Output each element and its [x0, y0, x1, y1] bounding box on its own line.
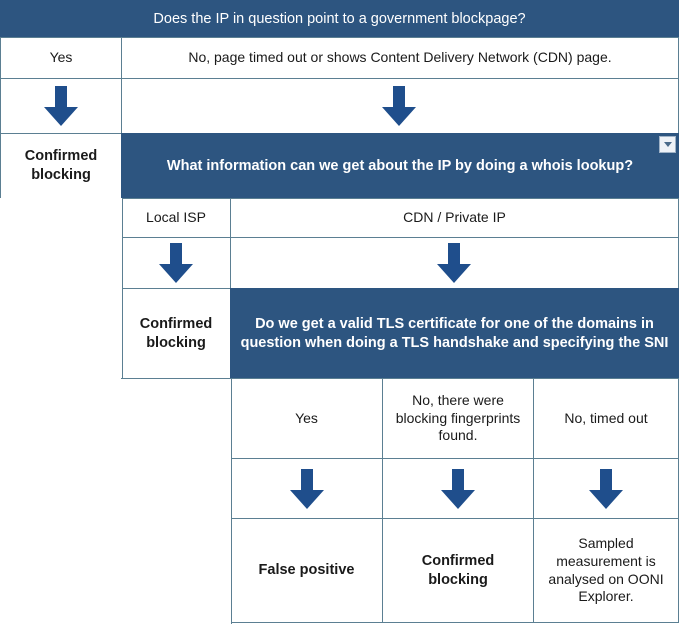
- outcome-confirmed-blocking-level2: Confirmed blocking: [121, 288, 231, 379]
- outcome-false-positive-text: False positive: [258, 562, 355, 579]
- outcome-confirmed-blocking-level3-text: Confirmed blocking: [421, 552, 495, 588]
- answer-tls-fingerprints-text: No, there were blocking fingerprints fou…: [395, 391, 521, 444]
- second-column-spacer: [121, 378, 232, 624]
- arrow-cell-blockpage-no: [121, 78, 679, 134]
- answer-whois-cdn-text: CDN / Private IP: [403, 209, 506, 226]
- caret-glyph: [663, 142, 672, 147]
- outcome-confirmed-blocking-level1-text: Confirmed blocking: [24, 148, 98, 183]
- answer-blockpage-no-text: No, page timed out or shows Content Deli…: [188, 49, 612, 66]
- chevron-down-icon[interactable]: [659, 136, 676, 153]
- outcome-sampled-measurement-text: Sampled measurement is analysed on OONI …: [548, 534, 664, 605]
- down-arrow-icon: [589, 468, 623, 509]
- answer-tls-fingerprints: No, there were blocking fingerprints fou…: [382, 378, 534, 459]
- question-whois-text: What information can we get about the IP…: [166, 157, 634, 174]
- outcome-false-positive: False positive: [230, 518, 383, 623]
- question-banner-blockpage: Does the IP in question point to a gover…: [0, 0, 679, 38]
- arrow-cell-whois-cdn: [230, 237, 679, 289]
- down-arrow-icon: [437, 243, 471, 283]
- question-banner-whois: What information can we get about the IP…: [121, 133, 679, 199]
- outcome-confirmed-blocking-level2-text: Confirmed blocking: [139, 315, 213, 351]
- arrow-cell-whois-local-isp: [121, 237, 231, 289]
- answer-tls-yes-text: Yes: [295, 409, 318, 426]
- answer-blockpage-yes: Yes: [0, 37, 122, 79]
- answer-blockpage-no: No, page timed out or shows Content Deli…: [121, 37, 679, 79]
- answer-whois-local-isp: Local ISP: [121, 198, 231, 238]
- outcome-confirmed-blocking-level3: Confirmed blocking: [382, 518, 534, 623]
- down-arrow-icon: [382, 86, 416, 126]
- question-tls-text: Do we get a valid TLS certificate for on…: [240, 315, 669, 351]
- arrow-cell-tls-timeout: [533, 458, 679, 519]
- answer-whois-local-isp-text: Local ISP: [146, 209, 206, 226]
- outcome-sampled-measurement: Sampled measurement is analysed on OONI …: [533, 518, 679, 623]
- answer-tls-timeout: No, timed out: [533, 378, 679, 459]
- question-banner-tls: Do we get a valid TLS certificate for on…: [230, 288, 679, 379]
- arrow-cell-tls-yes: [230, 458, 383, 519]
- down-arrow-icon: [44, 86, 78, 126]
- down-arrow-icon: [159, 243, 193, 283]
- arrow-cell-blockpage-yes: [0, 78, 122, 134]
- answer-tls-timeout-text: No, timed out: [564, 409, 648, 426]
- down-arrow-icon: [441, 468, 475, 509]
- outcome-confirmed-blocking-level1: Confirmed blocking: [0, 133, 122, 199]
- down-arrow-icon: [289, 468, 324, 509]
- question-blockpage-text: Does the IP in question point to a gover…: [153, 10, 526, 27]
- left-column-spacer: [0, 198, 123, 623]
- arrow-cell-tls-fingerprints: [382, 458, 534, 519]
- answer-blockpage-yes-text: Yes: [49, 49, 73, 66]
- answer-whois-cdn: CDN / Private IP: [230, 198, 679, 238]
- answer-tls-yes: Yes: [230, 378, 383, 459]
